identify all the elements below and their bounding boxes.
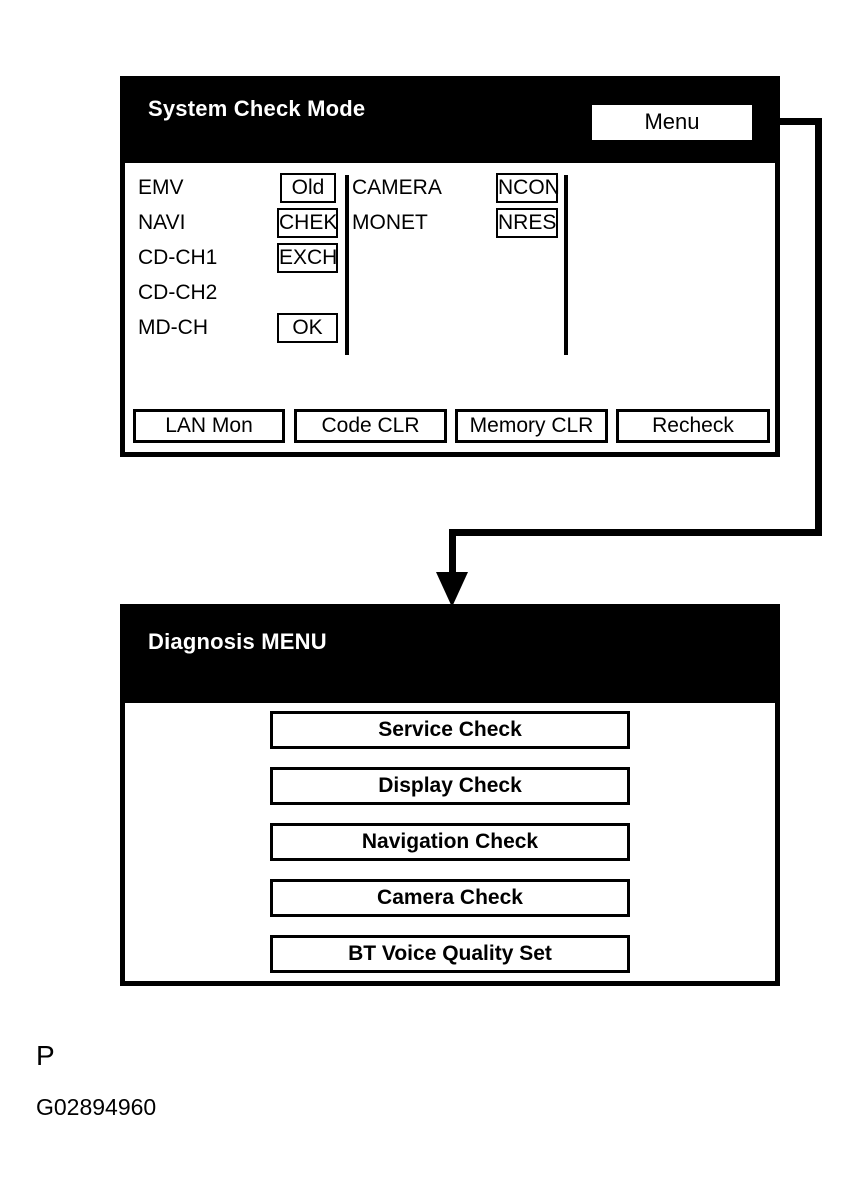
connector-segment-right <box>815 118 822 536</box>
status-value-camera[interactable]: NCON <box>496 173 560 203</box>
status-label-cd-ch2: CD-CH2 <box>138 281 218 304</box>
status-row-md-ch: MD-CH OK <box>125 313 775 343</box>
status-label-cd-ch1: CD-CH1 <box>138 246 218 269</box>
status-row-navi: NAVI CHEK <box>125 208 775 238</box>
status-row-camera: CAMERA NCON <box>125 173 775 203</box>
diagnosis-menu-panel: Service Check Display Check Navigation C… <box>120 604 780 986</box>
system-check-content: EMV Old NAVI CHEK CD-CH1 EXCH CD-CH2 MD-… <box>125 163 775 452</box>
status-row-cd-ch2: CD-CH2 <box>125 278 775 308</box>
status-row-cd-ch1: CD-CH1 EXCH <box>125 243 775 273</box>
status-label-md-ch: MD-CH <box>138 316 208 339</box>
connector-segment-top <box>750 118 822 125</box>
code-clr-button[interactable]: Code CLR <box>294 409 447 443</box>
caption-letter: P <box>36 1040 55 1071</box>
system-check-page-title: System Check Mode <box>148 96 366 121</box>
diagnosis-menu-content: Service Check Display Check Navigation C… <box>125 703 775 981</box>
connector-arrowhead-icon <box>436 572 468 607</box>
menu-item-navigation-check[interactable]: Navigation Check <box>270 823 630 861</box>
status-label-emv: EMV <box>138 176 184 199</box>
menu-item-bt-voice-quality-set[interactable]: BT Voice Quality Set <box>270 935 630 973</box>
menu-item-camera-check[interactable]: Camera Check <box>270 879 630 917</box>
memory-clr-button[interactable]: Memory CLR <box>455 409 608 443</box>
menu-item-service-check[interactable]: Service Check <box>270 711 630 749</box>
caption-figure-code: G02894960 <box>36 1094 157 1120</box>
connector-segment-down <box>449 529 456 577</box>
diagnosis-menu-header-bar <box>125 609 775 703</box>
recheck-button[interactable]: Recheck <box>616 409 770 443</box>
status-value-monet[interactable]: NRES <box>496 208 558 238</box>
status-value-navi[interactable]: CHEK <box>277 208 338 238</box>
menu-button[interactable]: Menu <box>592 105 752 140</box>
status-row-emv: EMV Old <box>125 173 775 203</box>
status-value-cd-ch1[interactable]: EXCH <box>277 243 338 273</box>
column-divider-1 <box>345 175 349 355</box>
status-value-md-ch[interactable]: OK <box>277 313 338 343</box>
diagnosis-menu-page-title: Diagnosis MENU <box>148 629 327 654</box>
menu-item-display-check[interactable]: Display Check <box>270 767 630 805</box>
connector-segment-middle <box>449 529 822 536</box>
status-label-navi: NAVI <box>138 211 186 234</box>
status-row-monet: MONET NRES <box>125 208 775 238</box>
status-label-camera: CAMERA <box>352 176 442 199</box>
status-value-emv[interactable]: Old <box>280 173 336 203</box>
status-label-monet: MONET <box>352 211 428 234</box>
column-divider-2 <box>564 175 568 355</box>
lan-mon-button[interactable]: LAN Mon <box>133 409 285 443</box>
system-check-action-bar: LAN Mon Code CLR Memory CLR Recheck <box>125 409 775 449</box>
